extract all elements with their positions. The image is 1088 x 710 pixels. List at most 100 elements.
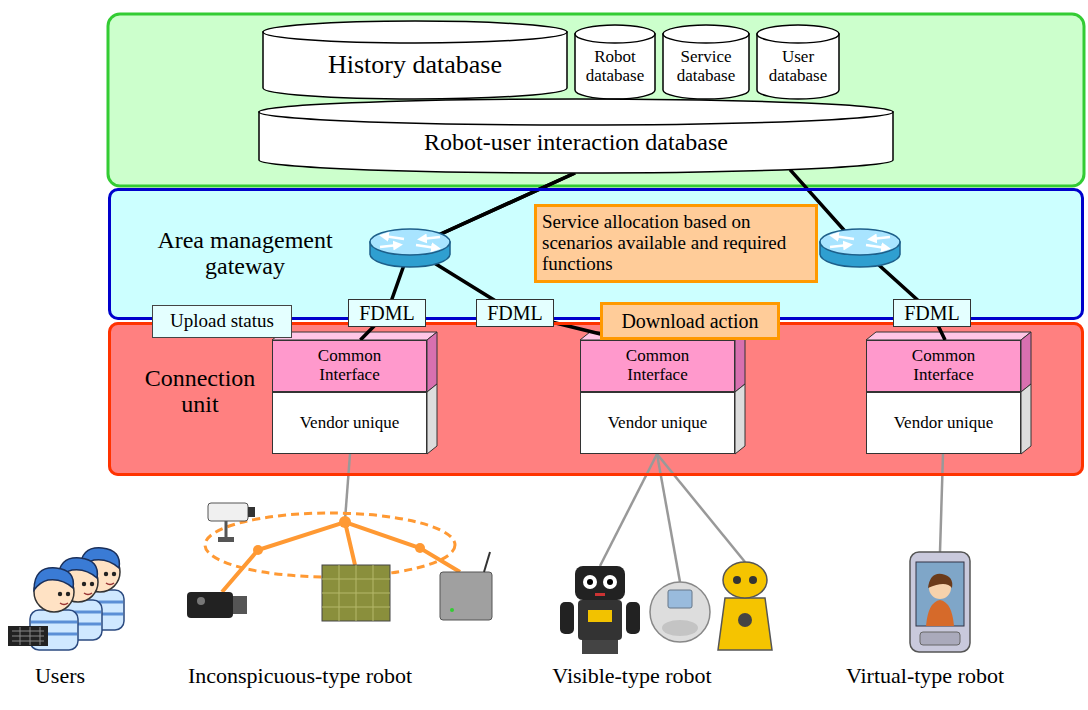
phone-figure xyxy=(910,552,970,652)
camera-figure xyxy=(208,503,255,542)
node-label: History database xyxy=(328,51,502,80)
band-title: Area management gateway xyxy=(125,227,365,280)
box-depth-faces xyxy=(427,332,437,392)
sensor-network xyxy=(415,543,425,553)
band-title: Connection unit xyxy=(125,365,275,418)
note-box: Upload status xyxy=(152,305,292,338)
camera-figure xyxy=(218,537,234,542)
box-depth-faces xyxy=(735,384,745,454)
camera-figure xyxy=(248,507,255,517)
camcorder-figure xyxy=(197,597,205,605)
device-caption: Users xyxy=(35,664,85,688)
node-label: Service allocation based on scenarios av… xyxy=(542,212,810,275)
node-label: Robot-user interaction database xyxy=(424,129,728,155)
message-tag: FDML xyxy=(893,299,971,327)
caption-tag: Inconspicuous-type robot xyxy=(188,664,412,688)
edge-label: FDML xyxy=(904,302,960,324)
cylinder-top xyxy=(757,25,839,43)
database-cylinder: History database xyxy=(262,20,568,100)
database-cylinder: User database xyxy=(756,24,840,100)
phone-figure xyxy=(920,632,960,645)
node-label: Vendor unique xyxy=(608,414,708,433)
device-wire xyxy=(600,454,657,566)
round-robot-figure xyxy=(662,620,698,636)
vendor-box: Vendor unique xyxy=(272,392,427,454)
round-robot-figure xyxy=(668,590,692,608)
wireless-box-figure xyxy=(484,552,490,572)
round-robot-figure xyxy=(650,582,710,642)
callout-box: Download action xyxy=(600,302,780,340)
connection-band: Connection unit Common InterfaceVendor un… xyxy=(108,322,1084,476)
node-label: Download action xyxy=(621,310,758,332)
black-robot-figure xyxy=(603,575,617,589)
phone-figure xyxy=(916,562,964,626)
box-depth-faces xyxy=(1021,332,1031,392)
sensor-network xyxy=(339,516,351,528)
message-tag: FDML xyxy=(348,299,426,327)
edge-label: FDML xyxy=(359,302,415,324)
cylinder-top xyxy=(575,25,655,43)
node-label: User database xyxy=(762,48,834,85)
black-robot-figure xyxy=(582,640,618,654)
yellow-robot-figure xyxy=(749,576,757,584)
router-icon xyxy=(820,229,900,267)
black-robot-figure xyxy=(607,579,613,585)
cylinder-top xyxy=(663,25,749,43)
yellow-robot-figure xyxy=(733,576,741,584)
yellow-robot-figure xyxy=(738,613,752,627)
yellow-robot-figure xyxy=(723,562,767,598)
camcorder-figure xyxy=(187,592,233,618)
box-depth-faces xyxy=(1021,384,1031,454)
yellow-robot-figure xyxy=(718,598,772,650)
box-depth-faces xyxy=(272,332,437,340)
database-cylinder: Robot database xyxy=(574,24,656,100)
floor-sensor-figure xyxy=(322,565,390,621)
callout-box: Service allocation based on scenarios av… xyxy=(534,204,818,283)
sensor-network xyxy=(253,545,263,555)
node-label: Common Interface xyxy=(608,347,708,384)
black-robot-figure xyxy=(560,566,640,654)
router-icon xyxy=(370,229,450,267)
node-label: Common Interface xyxy=(894,347,994,384)
node-label: Common Interface xyxy=(300,347,400,384)
node-label: Vendor unique xyxy=(894,414,994,433)
black-robot-figure xyxy=(578,600,622,640)
black-robot-figure xyxy=(575,566,625,600)
device-wire xyxy=(345,454,350,520)
vendor-box: Vendor unique xyxy=(866,392,1021,454)
camcorder-figure xyxy=(187,592,247,618)
black-robot-figure xyxy=(595,593,605,596)
wireless-box-figure xyxy=(450,608,454,612)
node-label: Service database xyxy=(667,48,745,85)
users-figure xyxy=(12,627,44,645)
database-cylinder: Service database xyxy=(662,24,750,100)
device-caption: Inconspicuous-type robot xyxy=(188,664,412,688)
black-robot-figure xyxy=(587,579,593,585)
users-figure xyxy=(8,626,48,646)
cylinder-top xyxy=(263,21,567,43)
round-robot-figure xyxy=(650,582,710,642)
black-robot-figure xyxy=(626,602,640,634)
vendor-box: Vendor unique xyxy=(580,392,735,454)
wireless-box-figure xyxy=(440,572,492,620)
caption-tag: Visible-type robot xyxy=(552,664,711,688)
camera-figure xyxy=(225,521,228,537)
box-depth-faces xyxy=(427,384,437,454)
camera-figure xyxy=(208,503,248,521)
phone-figure xyxy=(926,600,954,626)
camcorder-figure xyxy=(233,596,247,614)
yellow-robot-figure xyxy=(718,562,772,650)
device-caption: Virtual-type robot xyxy=(846,664,1004,688)
edge-label: FDML xyxy=(487,302,543,324)
box-depth-faces xyxy=(866,332,1031,340)
box-depth-faces xyxy=(272,332,1031,454)
phone-figure xyxy=(928,574,952,588)
phone-figure xyxy=(910,552,970,652)
node-label: Robot database xyxy=(579,48,651,85)
box-depth-faces xyxy=(735,332,745,392)
cylinder-top xyxy=(259,99,893,125)
black-robot-figure xyxy=(588,610,612,622)
connection-band-fill xyxy=(108,322,1084,476)
